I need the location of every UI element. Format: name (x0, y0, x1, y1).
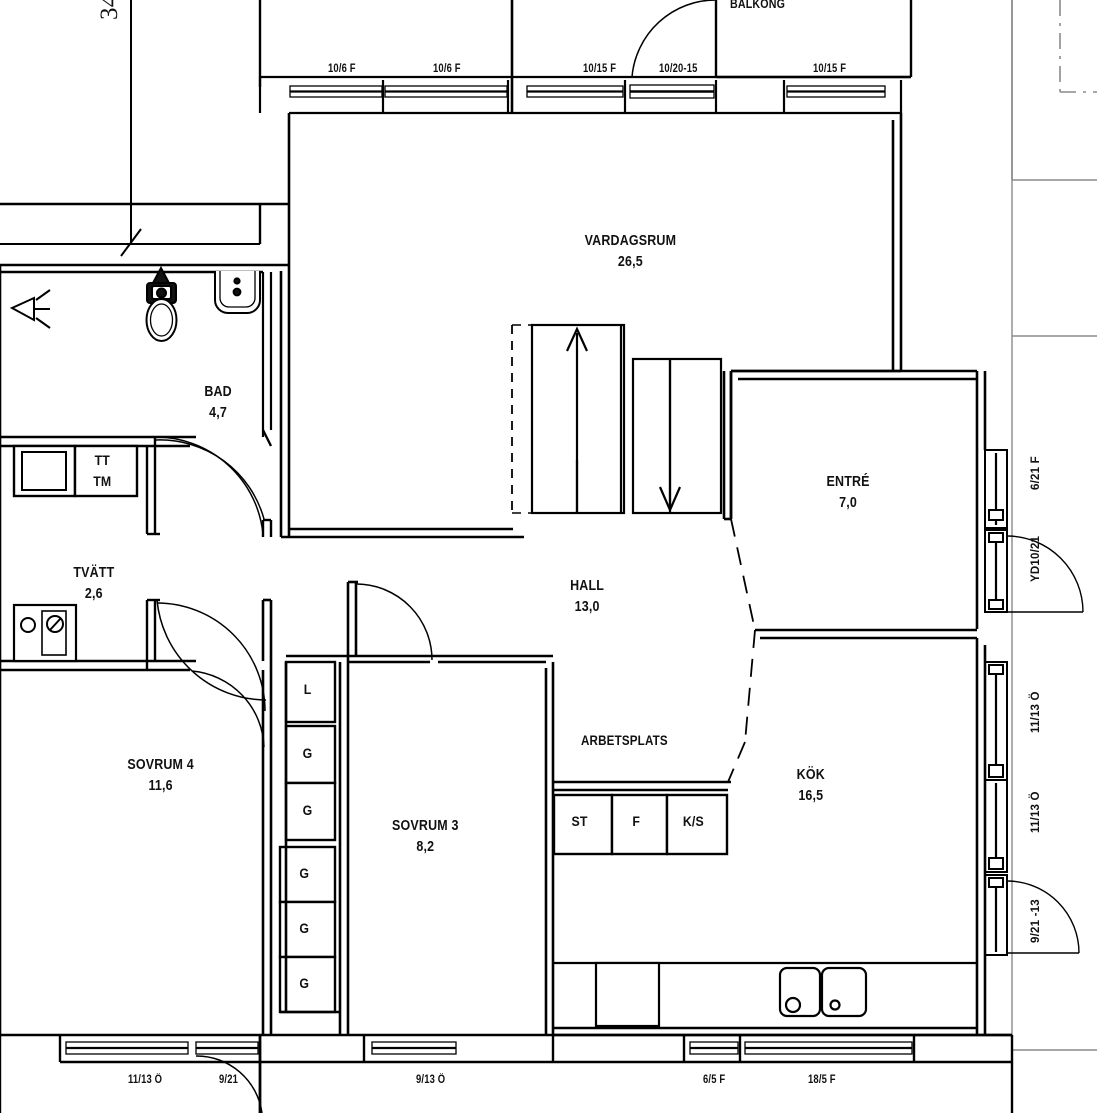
window-label-bottom-4: 18/5 F (808, 1074, 836, 1086)
room-label-kok: KÖK (796, 767, 825, 783)
top-window-glazing (289, 84, 886, 99)
sovrum3-walls (346, 580, 555, 1035)
stair-direction-down-arrow (658, 359, 682, 513)
room-label-tvatt: TVÄTT (73, 565, 115, 581)
balcony-label: BALKONG (730, 0, 786, 11)
room-label-bad: BAD (204, 384, 232, 400)
sovrum3-door-swing (356, 583, 433, 661)
room-area-bad: 4,7 (209, 405, 228, 421)
dimension-3463: 3463 (96, 0, 124, 20)
shower-symbol (9, 289, 51, 329)
toilet-fixture (145, 265, 178, 342)
room-area-tvatt: 2,6 (84, 586, 103, 602)
closet-column (278, 660, 337, 1014)
window-label-bottom-2: 9/13 Ö (416, 1074, 446, 1086)
upper-left-outline (0, 0, 289, 244)
washer-dryer-unit (12, 444, 139, 498)
arbetsplats-counter (552, 780, 731, 856)
bottom-wall-band (0, 1033, 1014, 1113)
room-area-vardagsrum: 26,5 (617, 254, 643, 270)
sink-fixture (214, 271, 261, 314)
kitchen-counter (553, 961, 977, 1028)
closet-label-g5: G (299, 975, 310, 991)
closet-label-g4: G (299, 920, 310, 936)
window-label-top-5: 10/15 F (813, 63, 847, 75)
top-wall-band (258, 0, 911, 115)
room-area-sovrum3: 8,2 (416, 839, 435, 855)
appliance-ks: K/S (682, 813, 704, 829)
closet-label-g3: G (299, 865, 310, 881)
room-label-entre: ENTRÉ (826, 474, 870, 490)
room-label-sovrum4: SOVRUM 4 (127, 757, 194, 773)
dimension-line-3463 (0, 0, 260, 257)
bottom-window-glazing (65, 1041, 913, 1055)
tvatt-door-swing (156, 599, 267, 712)
staircase (511, 323, 723, 515)
kitchen-sink (778, 966, 868, 1018)
annotation-arbetsplats: ARBETSPLATS (581, 733, 668, 748)
window-label-right-3: 11/13 Ö (1030, 791, 1042, 833)
entre-walls (729, 369, 987, 640)
hall-boundary (727, 518, 756, 783)
room-area-entre: 7,0 (839, 495, 858, 511)
window-label-top-1: 10/6 F (328, 63, 356, 75)
window-label-top-4: 10/20-15 (659, 63, 698, 75)
door-label-right-9-21: 9/21 -13 (1030, 899, 1042, 943)
context-lines-layer (1011, 0, 1097, 1051)
laundry-sink-unit (12, 603, 78, 663)
window-label-right-1: 6/21 F (1030, 456, 1042, 490)
appliance-f: F (632, 813, 641, 829)
balcony-door-swing (631, 0, 716, 78)
closet-column-wall (280, 654, 350, 1035)
closet-label-l: L (303, 681, 312, 697)
room-area-sovrum4: 11,6 (148, 778, 173, 794)
right-wall-openings (984, 449, 1008, 956)
room-area-hall: 13,0 (574, 599, 600, 615)
right-door-swings (1006, 535, 1084, 954)
sovrum4-walls (261, 598, 273, 1035)
bottom-door-swing (195, 1055, 263, 1113)
room-label-hall: HALL (570, 578, 605, 594)
appliance-tm: TM (93, 473, 112, 489)
room-label-sovrum3: SOVRUM 3 (392, 818, 459, 834)
room-label-vardagsrum: VARDAGSRUM (584, 233, 677, 249)
door-label-right-yd: YD10/21 (1030, 535, 1042, 582)
window-label-bottom-1: 11/13 Ö (128, 1074, 163, 1086)
window-label-top-2: 10/6 F (433, 63, 461, 75)
appliance-st: ST (571, 813, 588, 829)
closet-label-g2: G (302, 802, 313, 818)
closet-label-g1: G (302, 745, 313, 761)
window-label-top-3: 10/15 F (583, 63, 617, 75)
appliance-tt: TT (94, 452, 110, 468)
room-area-kok: 16,5 (798, 788, 824, 804)
bad-door-swing (154, 436, 265, 535)
sovrum4-door-swing (191, 670, 265, 748)
window-label-bottom-3: 6/5 F (703, 1074, 726, 1086)
door-label-bottom-1: 9/21 (219, 1074, 239, 1086)
window-label-right-2: 11/13 Ö (1030, 691, 1042, 733)
